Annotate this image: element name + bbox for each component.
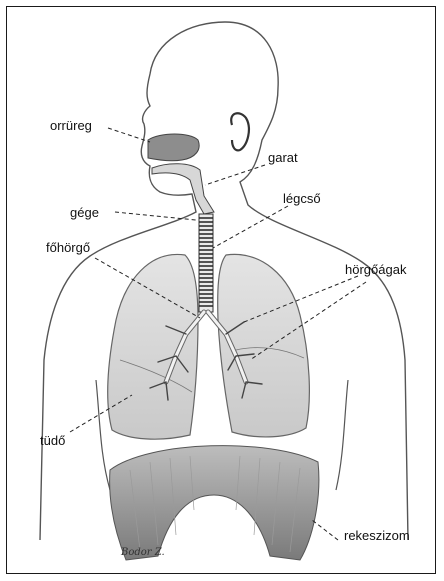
label-orrureg: orrüreg <box>50 118 92 133</box>
leader-rekeszizom <box>312 520 338 540</box>
pharynx-shape <box>152 164 214 214</box>
label-gege: gége <box>70 205 99 220</box>
label-legcso: légcső <box>283 191 321 206</box>
diaphragm-shape <box>110 446 319 560</box>
label-horgoagak: hörgőágak <box>345 262 406 277</box>
label-garat: garat <box>268 150 298 165</box>
label-tudo: tüdő <box>40 433 65 448</box>
trachea-rings <box>199 214 213 312</box>
label-rekeszizom: rekeszizom <box>344 528 410 543</box>
waist-right <box>336 380 348 490</box>
ear <box>231 113 249 150</box>
leader-gege <box>115 212 196 220</box>
artist-signature: Bodor Z. <box>121 547 165 558</box>
left-lung <box>108 254 198 439</box>
nasal-cavity-shape <box>148 134 199 161</box>
leader-garat <box>205 165 265 185</box>
leader-legcso <box>213 206 288 248</box>
label-fohorgo: főhörgő <box>46 240 90 255</box>
